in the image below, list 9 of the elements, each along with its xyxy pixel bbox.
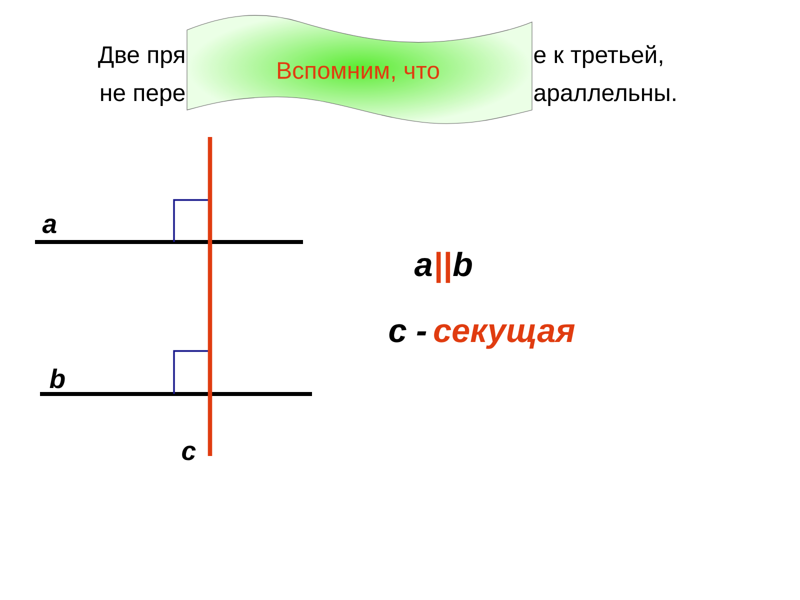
parallel-notation: b — [453, 252, 472, 276]
wavy-banner: Вспомним, что — [186, 15, 532, 124]
line-label: b — [50, 368, 65, 388]
parallel-notation: a — [414, 258, 432, 276]
transversal-note: c - — [389, 324, 426, 342]
parallel-notation: || — [436, 252, 450, 283]
line-label: c — [182, 446, 196, 460]
transversal-note: секущая — [434, 324, 575, 349]
line-label: a — [42, 218, 56, 234]
